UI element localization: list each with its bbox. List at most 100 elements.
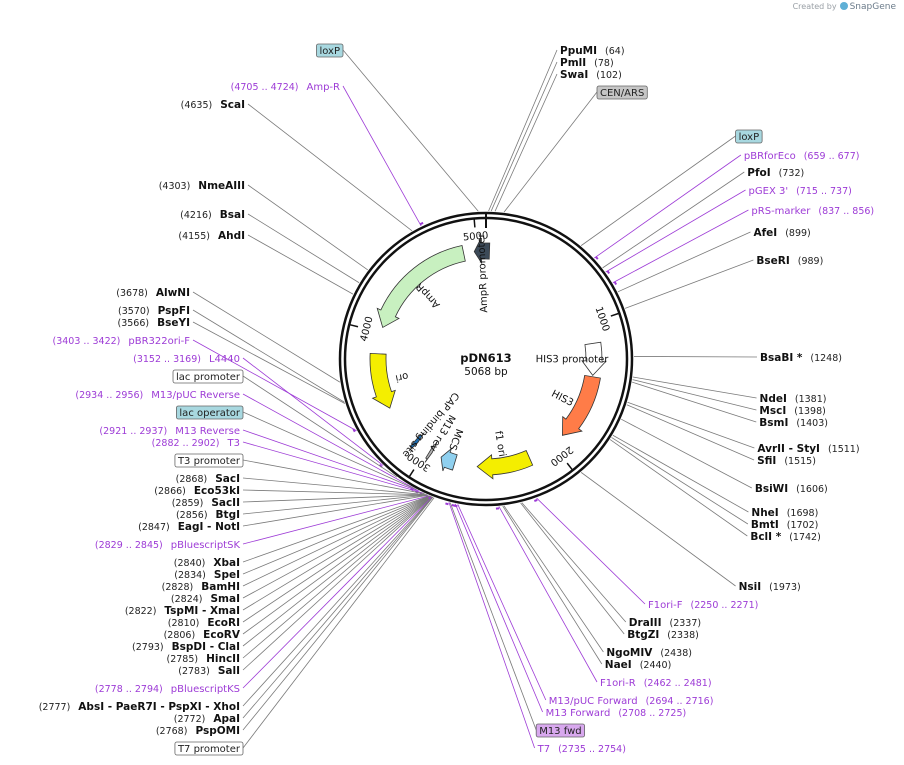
site-smai[interactable]: SmaI(2824)	[171, 593, 240, 605]
site-alwni[interactable]: AlwNI(3678)	[116, 287, 190, 299]
primer-t3[interactable]: T3(2882 .. 2902)	[152, 438, 240, 449]
site-scai[interactable]: ScaI(4635)	[181, 99, 245, 111]
label-position: (1698)	[787, 508, 819, 519]
primer-prs-marker[interactable]: pRS-marker(837 .. 856)	[751, 206, 874, 217]
label-name: T7 promoter	[177, 744, 241, 755]
site-bsiwi[interactable]: BsiWI(1606)	[755, 483, 828, 495]
site-nsii[interactable]: NsiI(1973)	[739, 581, 801, 593]
primer-pbrforeco[interactable]: pBRforEco(659 .. 677)	[744, 151, 860, 162]
primer-m13-puc-forward[interactable]: M13/pUC Forward(2694 .. 2716)	[549, 696, 714, 707]
site-ngomiv[interactable]: NgoMIV(2438)	[606, 647, 692, 659]
label-position: (2462 .. 2481)	[644, 678, 712, 689]
site-apai[interactable]: ApaI(2772)	[174, 713, 240, 725]
site-swai[interactable]: SwaI(102)	[560, 69, 622, 81]
primer-pbluescriptks[interactable]: pBluescriptKS(2778 .. 2794)	[95, 684, 240, 695]
site-bseyi[interactable]: BseYI(3566)	[118, 317, 190, 329]
feature-tag-t7-promoter[interactable]: T7 promoter	[174, 741, 244, 756]
primer-f1ori-r[interactable]: F1ori-R(2462 .. 2481)	[600, 678, 712, 689]
primer-pgex-3[interactable]: pGEX 3'(715 .. 737)	[749, 186, 852, 197]
site-saci[interactable]: SacI(2868)	[176, 473, 240, 485]
tag-box	[174, 741, 244, 756]
site-afei[interactable]: AfeI(899)	[753, 227, 810, 239]
leader-line	[242, 495, 430, 563]
site-spei[interactable]: SpeI(2834)	[174, 569, 240, 581]
primer-m13-puc-reverse[interactable]: M13/pUC Reverse(2934 .. 2956)	[75, 390, 240, 401]
site-ecorv[interactable]: EcoRV(2806)	[164, 629, 241, 641]
site-nhei[interactable]: NheI(1698)	[751, 507, 818, 519]
site-pfoi[interactable]: PfoI(732)	[747, 167, 804, 179]
site-sali[interactable]: SalI(2783)	[178, 665, 240, 677]
site-bsmi[interactable]: BsmI(1403)	[759, 417, 828, 429]
label-position: (1973)	[769, 582, 801, 593]
primer-t7[interactable]: T7(2735 .. 2754)	[537, 744, 626, 755]
site-sfii[interactable]: SfiI(1515)	[757, 455, 816, 467]
site-pspfi[interactable]: PspFI(3570)	[118, 305, 190, 317]
leader-line	[627, 401, 755, 449]
site-xbai[interactable]: XbaI(2840)	[174, 557, 240, 569]
site-avrii-styi[interactable]: AvrII - StyI(1511)	[757, 443, 859, 455]
site-absi-paer7i-pspxi-xhoi[interactable]: AbsI - PaeR7I - PspXI - XhoI(2777)	[39, 701, 240, 713]
feature-tag-t3-promoter[interactable]: T3 promoter	[174, 453, 244, 468]
site-sacii[interactable]: SacII(2859)	[172, 497, 240, 509]
site-bcli[interactable]: BclI *(1742)	[750, 531, 820, 543]
label-position: (2840)	[174, 558, 206, 569]
site-bmti[interactable]: BmtI(1702)	[751, 519, 818, 531]
site-bsai[interactable]: BsaI(4216)	[180, 209, 245, 221]
feature-tag-lac-promoter[interactable]: lac promoter	[172, 369, 244, 384]
leader-line	[594, 154, 742, 259]
label-position: (2250 .. 2271)	[690, 600, 758, 611]
leader-line	[242, 375, 398, 478]
label-position: (4303)	[159, 181, 191, 192]
site-bspdi-clai[interactable]: BspDI - ClaI(2793)	[132, 641, 240, 653]
primer-amp-r[interactable]: Amp-R(4705 .. 4724)	[231, 82, 340, 93]
feature-arrow	[581, 341, 607, 377]
primer-m13-forward[interactable]: M13 Forward(2708 .. 2725)	[546, 708, 687, 719]
leader-line	[609, 439, 748, 537]
site-ndei[interactable]: NdeI(1381)	[760, 393, 827, 405]
feature-tag-cen-ars[interactable]: CEN/ARS	[596, 85, 648, 100]
leader-line	[521, 502, 627, 623]
primer-l4440[interactable]: L4440(3152 .. 3169)	[133, 354, 240, 365]
feature-tag-lac-operator[interactable]: lac operator	[176, 405, 244, 420]
primer-m13-reverse[interactable]: M13 Reverse(2921 .. 2937)	[99, 426, 240, 437]
primer-f1ori-f[interactable]: F1ori-F(2250 .. 2271)	[648, 600, 758, 611]
label-position: (989)	[798, 256, 824, 267]
primer-pbluescriptsk[interactable]: pBluescriptSK(2829 .. 2845)	[95, 540, 241, 551]
leader-line	[242, 496, 432, 635]
site-ecori[interactable]: EcoRI(2810)	[168, 617, 240, 629]
site-nmeaiii[interactable]: NmeAIII(4303)	[159, 180, 245, 192]
label-position: (899)	[785, 228, 811, 239]
site-ppumi[interactable]: PpuMI(64)	[560, 45, 625, 57]
site-bseri[interactable]: BseRI(989)	[756, 255, 823, 267]
site-draiii[interactable]: DraIII(2337)	[629, 617, 701, 629]
site-naei[interactable]: NaeI(2440)	[605, 659, 672, 671]
site-bsabi[interactable]: BsaBI *(1248)	[760, 352, 842, 364]
site-msci[interactable]: MscI(1398)	[759, 405, 825, 417]
primer-pbr322ori-f[interactable]: pBR322ori-F(3403 .. 3422)	[53, 336, 191, 347]
site-eco53ki[interactable]: Eco53kI(2866)	[154, 485, 240, 497]
tick-mark	[473, 219, 476, 228]
site-bamhi[interactable]: BamHI(2828)	[162, 581, 240, 593]
label-name: M13 Forward	[546, 708, 611, 719]
feature-tag-m13-fwd[interactable]: M13 fwd	[535, 723, 586, 738]
site-btgi[interactable]: BtgI(2856)	[176, 509, 240, 521]
site-eagi-noti[interactable]: EagI - NotI(2847)	[138, 521, 240, 533]
leader-line	[242, 495, 430, 545]
feature-label: HIS3	[549, 389, 575, 409]
site-ahdi[interactable]: AhdI(4155)	[178, 230, 245, 242]
feature-tag-loxp[interactable]: loxP	[735, 129, 763, 144]
label-position: (1511)	[828, 444, 860, 455]
site-btgzi[interactable]: BtgZI(2338)	[627, 629, 699, 641]
leader-line	[632, 381, 757, 423]
tick-mark	[408, 469, 415, 477]
site-pspomi[interactable]: PspOMI(2768)	[156, 725, 240, 737]
site-tspmi-xmai[interactable]: TspMI - XmaI(2822)	[125, 605, 240, 617]
label-position: (2834)	[174, 570, 206, 581]
label-position: (659 .. 677)	[804, 151, 860, 162]
leader-line	[242, 441, 424, 494]
site-hincii[interactable]: HincII(2785)	[167, 653, 241, 665]
feature-ori: ori	[369, 352, 409, 409]
site-pmli[interactable]: PmlI(78)	[560, 57, 614, 69]
feature-tag-loxp[interactable]: loxP	[316, 43, 344, 58]
feature-ampr-promoter: AmpR promoter	[473, 232, 490, 313]
